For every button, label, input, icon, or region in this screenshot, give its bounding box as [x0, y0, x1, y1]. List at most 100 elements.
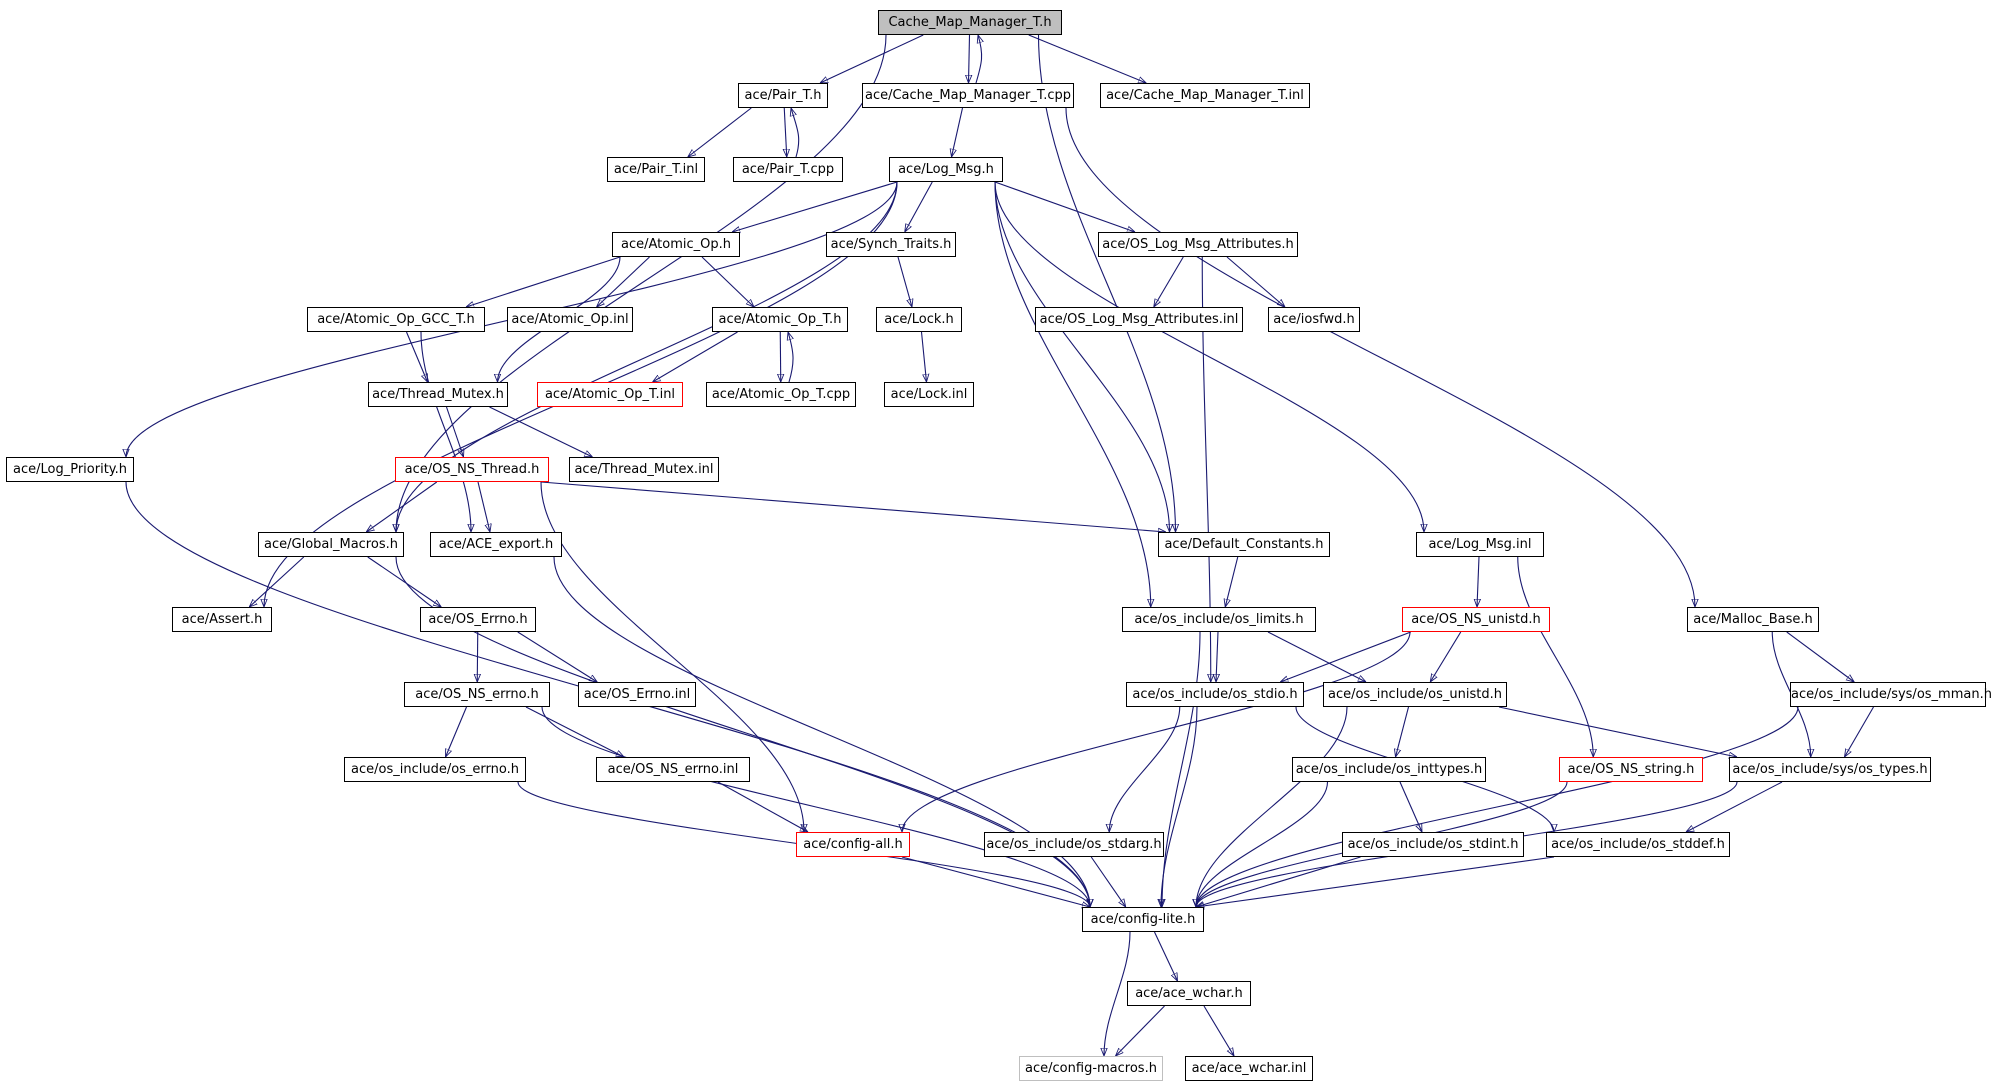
edge-osnsthread-h-to-aceexport-h [477, 481, 490, 532]
node-pair-h[interactable]: ace/Pair_T.h [738, 83, 828, 108]
edge-logmsg-h-to-synch-h [905, 181, 933, 232]
node-iosfwd-h[interactable]: ace/iosfwd.h [1268, 307, 1360, 332]
node-logmsg-inl[interactable]: ace/Log_Msg.inl [1416, 532, 1544, 557]
edge-osinttypes-h-to-configlite-h [1196, 781, 1329, 907]
node-osmman-h[interactable]: ace/os_include/sys/os_mman.h [1790, 682, 1992, 707]
edge-pair-h-to-pair-cpp [784, 107, 787, 157]
edge-tmutex-h-to-osnsthread-h [445, 406, 464, 457]
edge-gmacros-h-to-assert-h [249, 556, 305, 607]
node-logprio-h[interactable]: ace/Log_Priority.h [6, 457, 134, 482]
edge-osnsthread-h-to-gmacros-h [366, 481, 438, 532]
node-defconst-h[interactable]: ace/Default_Constants.h [1158, 532, 1330, 557]
node-configmacros-h[interactable]: ace/config-macros.h [1019, 1056, 1163, 1081]
node-cmm-inl[interactable]: ace/Cache_Map_Manager_T.inl [1100, 83, 1310, 108]
node-osunistd-h[interactable]: ace/os_include/os_unistd.h [1323, 682, 1507, 707]
edge-oslma-h-to-iosfwd-h [1226, 256, 1285, 307]
edge-configlite-h-to-wchar-h [1154, 931, 1178, 981]
edge-synch-h-to-lock-h [897, 256, 912, 307]
edge-mallocbase-h-to-osmman-h [1786, 631, 1855, 682]
edge-osinttypes-h-to-osstdint-h [1399, 781, 1423, 832]
node-wchar-inl[interactable]: ace/ace_wchar.inl [1185, 1056, 1313, 1081]
edge-logmsg-h-to-logmsg-inl [994, 181, 1424, 532]
edge-osmman-h-to-configlite-h [1196, 706, 1799, 907]
edge-atomict-h-to-atomict-cpp [780, 331, 781, 382]
edge-atomic-h-to-atomic-inl [597, 256, 650, 307]
node-wchar-h[interactable]: ace/ace_wchar.h [1127, 981, 1251, 1006]
node-cmm-h: Cache_Map_Manager_T.h [878, 10, 1062, 35]
node-cmm-cpp[interactable]: ace/Cache_Map_Manager_T.cpp [862, 83, 1074, 108]
edge-osnserrno-h-to-configlite-h [541, 706, 1090, 907]
node-aceexport-h[interactable]: ace/ACE_export.h [430, 532, 562, 557]
node-osnsthread-h[interactable]: ace/OS_NS_Thread.h [395, 457, 549, 482]
edge-configall-h-to-configlite-h [901, 856, 1090, 907]
node-atomict-cpp[interactable]: ace/Atomic_Op_T.cpp [706, 382, 856, 407]
edge-pair-h-to-pair-inl [688, 107, 752, 157]
edge-osstddef-h-to-configlite-h [1196, 856, 1555, 907]
node-ostypes-h[interactable]: ace/os_include/sys/os_types.h [1729, 757, 1931, 782]
node-synch-h[interactable]: ace/Synch_Traits.h [826, 232, 956, 257]
edge-configlite-h-to-configmacros-h [1104, 931, 1131, 1056]
edge-wchar-h-to-configmacros-h [1116, 1005, 1165, 1056]
node-lock-inl[interactable]: ace/Lock.inl [884, 382, 974, 407]
node-gmacros-h[interactable]: ace/Global_Macros.h [258, 532, 404, 557]
edge-cmm-h-to-pair-h [820, 34, 924, 83]
edge-osnsunistd-h-to-osstdio-h [1280, 631, 1411, 682]
node-osnsstring-h[interactable]: ace/OS_NS_string.h [1559, 757, 1703, 782]
edge-logmsg-inl-to-osnsstring-h [1517, 556, 1594, 757]
edge-logmsg-h-to-atomic-h [732, 181, 898, 232]
edge-osmman-h-to-ostypes-h [1845, 706, 1874, 757]
edge-cmm-h-to-cmm-cpp [969, 34, 970, 83]
node-oserrnoinc-h[interactable]: ace/os_include/os_errno.h [344, 757, 526, 782]
node-atomic-h[interactable]: ace/Atomic_Op.h [612, 232, 740, 257]
node-atomic-inl[interactable]: ace/Atomic_Op.inl [507, 307, 633, 332]
edge-oserrno-h-to-osnserrno-h [477, 631, 478, 682]
edge-gcc-h-to-aceexport-h [420, 331, 471, 532]
edge-atomict-cpp-to-atomict-h [788, 332, 793, 383]
edge-osunistd-h-to-configlite-h [1196, 706, 1348, 907]
node-configall-h[interactable]: ace/config-all.h [796, 832, 910, 857]
node-mallocbase-h[interactable]: ace/Malloc_Base.h [1687, 607, 1819, 632]
edge-osnsthread-h-to-configall-h [540, 481, 804, 832]
node-osnsunistd-h[interactable]: ace/OS_NS_unistd.h [1402, 607, 1550, 632]
node-gcc-h[interactable]: ace/Atomic_Op_GCC_T.h [307, 307, 485, 332]
node-osnserrno-inl[interactable]: ace/OS_NS_errno.inl [596, 757, 750, 782]
node-atomict-inl[interactable]: ace/Atomic_Op_T.inl [537, 382, 683, 407]
edge-osnsunistd-h-to-configall-h [902, 631, 1411, 832]
node-logmsg-h[interactable]: ace/Log_Msg.h [889, 157, 1003, 182]
node-oserrno-inl[interactable]: ace/OS_Errno.inl [578, 682, 696, 707]
node-osstddef-h[interactable]: ace/os_include/os_stddef.h [1546, 832, 1730, 857]
edge-osunistd-h-to-ostypes-h [1498, 706, 1737, 757]
edge-gmacros-h-to-oserrno-h [367, 556, 442, 607]
node-assert-h[interactable]: ace/Assert.h [172, 607, 272, 632]
edge-logmsg-h-to-defconst-h [994, 181, 1170, 532]
node-osstdio-h[interactable]: ace/os_include/os_stdio.h [1126, 682, 1304, 707]
edge-cmm-cpp-to-cmm-h [975, 35, 982, 84]
edge-logmsg-h-to-oslma-h [994, 181, 1135, 232]
node-osinttypes-h[interactable]: ace/os_include/os_inttypes.h [1292, 757, 1486, 782]
node-lock-h[interactable]: ace/Lock.h [876, 307, 962, 332]
node-osstdint-h[interactable]: ace/os_include/os_stdint.h [1342, 832, 1524, 857]
edge-osnsthread-h-to-defconst-h [540, 481, 1166, 532]
node-oslimits-h[interactable]: ace/os_include/os_limits.h [1122, 607, 1316, 632]
node-tmutex-inl[interactable]: ace/Thread_Mutex.inl [569, 457, 719, 482]
node-oslma-inl[interactable]: ace/OS_Log_Msg_Attributes.inl [1035, 307, 1243, 332]
node-oserrno-h[interactable]: ace/OS_Errno.h [420, 607, 536, 632]
node-osnserrno-h[interactable]: ace/OS_NS_errno.h [404, 682, 550, 707]
node-oslma-h[interactable]: ace/OS_Log_Msg_Attributes.h [1098, 232, 1298, 257]
node-configlite-h[interactable]: ace/config-lite.h [1082, 907, 1204, 932]
edge-osstdarg-h-to-configlite-h [1090, 856, 1126, 907]
node-pair-cpp[interactable]: ace/Pair_T.cpp [733, 157, 843, 182]
edge-atomic-h-to-gcc-h [466, 256, 621, 307]
edge-osstdio-h-to-configlite-h [1161, 706, 1198, 907]
edge-wchar-h-to-wchar-inl [1203, 1005, 1234, 1056]
node-osstdarg-h[interactable]: ace/os_include/os_stdarg.h [984, 832, 1164, 857]
edge-osnserrno-inl-to-configall-h [717, 781, 808, 832]
edge-osnsunistd-h-to-osunistd-h [1430, 631, 1462, 682]
node-tmutex-h[interactable]: ace/Thread_Mutex.h [368, 382, 508, 407]
node-pair-inl[interactable]: ace/Pair_T.inl [607, 157, 705, 182]
edge-gcc-h-to-tmutex-h [405, 331, 429, 382]
edge-pair-cpp-to-pair-h [791, 108, 800, 158]
edge-atomict-h-to-atomict-inl [653, 331, 738, 382]
node-atomict-h[interactable]: ace/Atomic_Op_T.h [712, 307, 848, 332]
